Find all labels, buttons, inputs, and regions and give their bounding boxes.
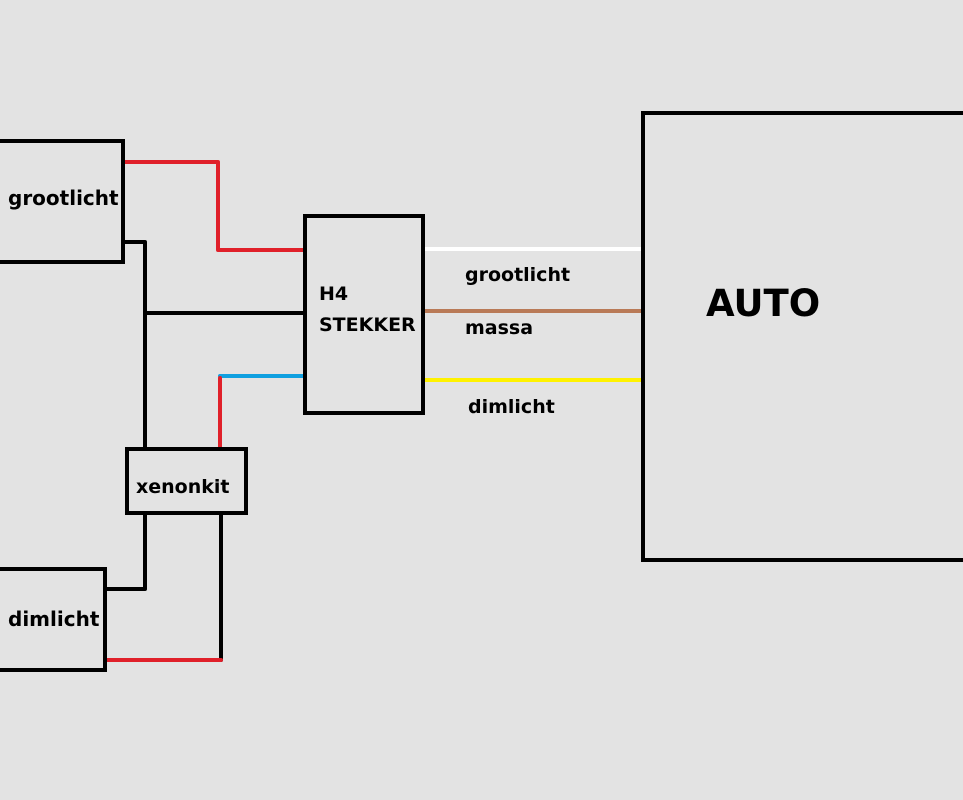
wire-massa-label: massa xyxy=(465,317,533,339)
h4-label: H4 xyxy=(319,283,348,305)
xenonkit-box xyxy=(125,447,248,515)
grootlicht-label: grootlicht xyxy=(8,186,119,210)
auto-box xyxy=(641,111,963,562)
grootlicht-box xyxy=(0,139,125,264)
auto-label: AUTO xyxy=(706,282,820,325)
black-wire-xenonkit-dimlicht xyxy=(103,511,147,591)
dimlicht-label: dimlicht xyxy=(8,607,100,631)
h4-stekker-box xyxy=(303,214,425,415)
black-wire-ground-grootlicht xyxy=(123,240,147,450)
dimlicht-box xyxy=(0,567,107,672)
wire-dimlicht-label: dimlicht xyxy=(468,396,555,418)
xenonkit-label: xenonkit xyxy=(136,476,229,498)
red-wire-grootlicht xyxy=(123,160,307,252)
stekker-label: STEKKER xyxy=(319,314,416,336)
wire-grootlicht-label: grootlicht xyxy=(465,264,570,286)
